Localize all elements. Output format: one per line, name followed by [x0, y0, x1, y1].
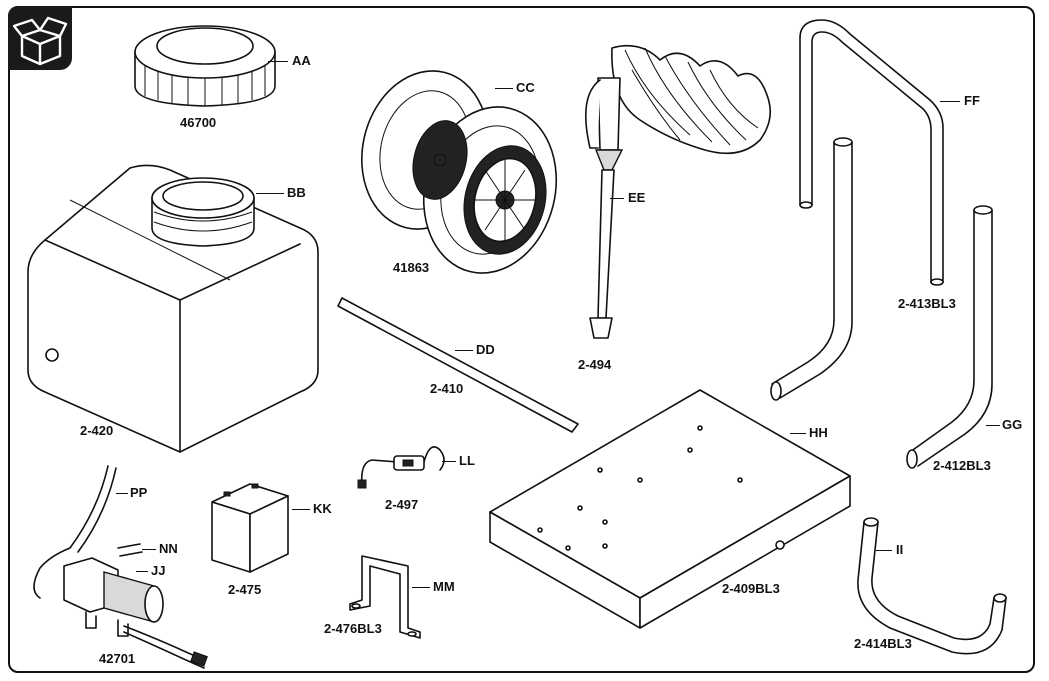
bracket-drawing	[349, 555, 421, 639]
diagram-frame	[8, 6, 1035, 673]
callout-hh: HH	[809, 425, 828, 440]
base-plate-drawing	[489, 389, 851, 629]
callout-ii: II	[896, 542, 904, 557]
part-number-dd: 2-410	[430, 381, 464, 396]
callout-nn: NN	[159, 541, 178, 556]
solution-tank-drawing	[27, 164, 319, 453]
callout-cc: CC	[516, 80, 535, 95]
part-number-mm: 2-476BL3	[324, 621, 382, 636]
callout-gg: GG	[1002, 417, 1023, 432]
leader-hh	[790, 433, 806, 434]
switch-harness-drawing	[357, 446, 445, 489]
leader-aa	[268, 61, 288, 62]
part-number-ff: 2-413BL3	[898, 296, 956, 311]
spray-wand-drawing	[584, 44, 771, 339]
part-number-hh: 2-409BL3	[722, 581, 780, 596]
tank-cap-drawing	[134, 25, 276, 107]
callout-aa: AA	[292, 53, 311, 68]
part-number-ll: 2-497	[385, 497, 419, 512]
frame-leg-left-drawing	[770, 137, 853, 401]
leader-ii	[876, 550, 892, 551]
callout-pp: PP	[130, 485, 148, 500]
part-number-cc: 41863	[393, 260, 430, 275]
part-number-kk: 2-475	[228, 582, 262, 597]
part-number-gg: 2-412BL3	[933, 458, 991, 473]
callout-mm: MM	[433, 579, 455, 594]
battery-drawing	[211, 483, 289, 573]
part-number-aa: 46700	[180, 115, 217, 130]
handle-drawing	[799, 19, 944, 286]
leader-mm	[412, 587, 430, 588]
callout-jj: JJ	[151, 563, 166, 578]
callout-kk: KK	[313, 501, 332, 516]
pump-assembly-drawing	[33, 465, 208, 669]
leader-ff	[940, 101, 960, 102]
wheels-drawing	[361, 70, 558, 274]
leader-ll	[442, 461, 456, 462]
callout-bb: BB	[287, 185, 306, 200]
leader-bb	[256, 193, 284, 194]
bottom-frame-drawing	[857, 517, 1007, 655]
leader-nn	[142, 549, 156, 550]
leader-cc	[495, 88, 513, 89]
callout-ll: LL	[459, 453, 475, 468]
callout-ee: EE	[628, 190, 646, 205]
callout-dd: DD	[476, 342, 495, 357]
part-number-ii: 2-414BL3	[854, 636, 912, 651]
open-box-icon	[8, 6, 72, 70]
frame-leg-right-drawing	[906, 205, 993, 469]
part-number-jj: 42701	[99, 651, 136, 666]
rod-drawing	[337, 297, 579, 433]
leader-ee	[610, 198, 624, 199]
leader-jj	[136, 571, 148, 572]
leader-dd	[455, 350, 473, 351]
leader-pp	[116, 493, 128, 494]
part-number-ee: 2-494	[578, 357, 612, 372]
callout-ff: FF	[964, 93, 980, 108]
leader-gg	[986, 425, 1000, 426]
part-number-bb: 2-420	[80, 423, 114, 438]
leader-kk	[292, 509, 310, 510]
